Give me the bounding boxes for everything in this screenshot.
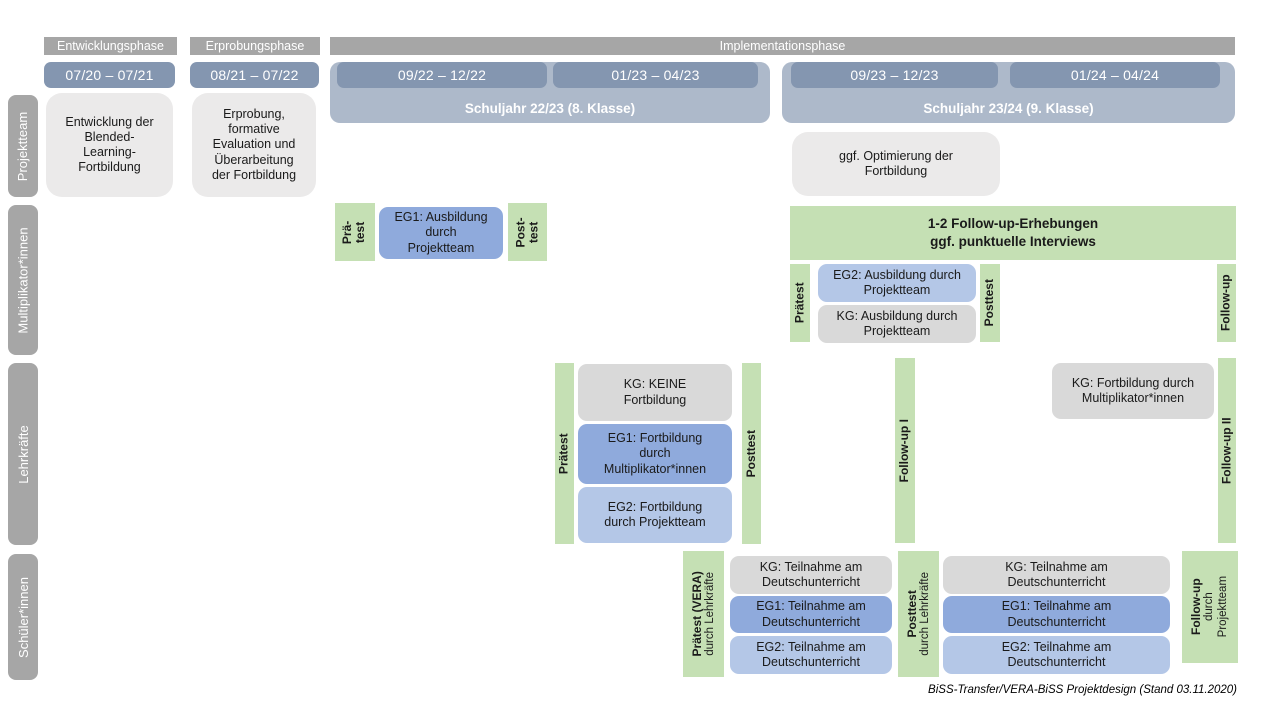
date-bar-0922-1222: 09/22 – 12/22 (337, 62, 547, 88)
phase-bar-erprobungsphase: Erprobungsphase (190, 37, 320, 55)
bar-praetest-vera-schueler: Prätest (VERA) durch Lehrkräfte (683, 551, 724, 677)
box-erprobung-evaluation: Erprobung, formative Evaluation und Über… (192, 93, 316, 197)
box-kg-ausbildung-projektteam: KG: Ausbildung durch Projektteam (818, 305, 976, 343)
bar-followup-erhebungen-header: 1-2 Follow-up-Erhebungen ggf. punktuelle… (790, 206, 1236, 260)
bar-posttest-lehrkraefte: Posttest (742, 363, 761, 544)
box-eg1-ausbildung-projektteam: EG1: Ausbildung durch Projektteam (379, 207, 503, 259)
phase-bar-entwicklungsphase: Entwicklungsphase (44, 37, 177, 55)
box-eg1-fortbildung-multiplikatoren: EG1: Fortbildung durch Multiplikator*inn… (578, 424, 732, 484)
box-eg2-ausbildung-projektteam: EG2: Ausbildung durch Projektteam (818, 264, 976, 302)
school-year-2223-label: Schuljahr 22/23 (8. Klasse) (464, 101, 636, 116)
footer-caption: BiSS-Transfer/VERA-BiSS Projektdesign (S… (928, 684, 1237, 696)
bar-praetest-lehrkraefte: Prätest (555, 363, 574, 544)
praetest-vera-sublabel: durch Lehrkräfte (703, 572, 716, 656)
box-eg1-teilnahme-deutschunterricht-2: EG1: Teilnahme am Deutschunterricht (943, 596, 1170, 633)
bar-posttest-schueler: Posttest durch Lehrkräfte (898, 551, 939, 677)
date-bar-0720-0721: 07/20 – 07/21 (44, 62, 175, 88)
date-bar-0923-1223: 09/23 – 12/23 (791, 62, 998, 88)
box-optimierung-fortbildung: ggf. Optimierung der Fortbildung (792, 132, 1000, 196)
bar-praetest-multiplikatoren-1: Prä- test (335, 203, 375, 261)
date-bar-0821-0722: 08/21 – 07/22 (190, 62, 319, 88)
date-bar-0124-0424: 01/24 – 04/24 (1010, 62, 1220, 88)
box-eg1-teilnahme-deutschunterricht-1: EG1: Teilnahme am Deutschunterricht (730, 596, 892, 633)
bar-praetest-multiplikatoren-2: Prätest (790, 264, 810, 342)
box-entwicklung-fortbildung: Entwicklung der Blended- Learning- Fortb… (46, 93, 173, 197)
box-kg-teilnahme-deutschunterricht-1: KG: Teilnahme am Deutschunterricht (730, 556, 892, 594)
row-label-projektteam: Projektteam (8, 95, 38, 197)
box-eg2-fortbildung-projektteam: EG2: Fortbildung durch Projektteam (578, 487, 732, 543)
bar-followup-schueler: Follow-up durch Projektteam (1182, 551, 1238, 663)
praetest-vera-label: Prätest (VERA) (689, 571, 704, 657)
bar-followup-multiplikatoren: Follow-up (1217, 264, 1236, 342)
followup-sublabel: durch Projektteam (1203, 576, 1230, 638)
row-label-schueler: Schüler*innen (8, 554, 38, 680)
box-kg-fortbildung-multiplikatoren: KG: Fortbildung durch Multiplikator*inne… (1052, 363, 1214, 419)
posttest-label: Posttest (904, 590, 919, 638)
box-eg2-teilnahme-deutschunterricht-2: EG2: Teilnahme am Deutschunterricht (943, 636, 1170, 674)
box-eg2-teilnahme-deutschunterricht-1: EG2: Teilnahme am Deutschunterricht (730, 636, 892, 674)
bar-followup-2-lehrkraefte: Follow-up II (1218, 358, 1236, 543)
followup-label: Follow-up (1189, 578, 1204, 636)
bar-followup-1-lehrkraefte: Follow-up I (895, 358, 915, 543)
school-year-2324-label: Schuljahr 23/24 (9. Klasse) (923, 101, 1094, 116)
row-label-lehrkraefte: Lehrkräfte (8, 363, 38, 545)
bar-posttest-multiplikatoren-1: Post- test (508, 203, 547, 261)
bar-posttest-multiplikatoren-2: Posttest (980, 264, 1000, 342)
row-label-multiplikatoren: Multiplikator*innen (8, 205, 38, 355)
box-kg-teilnahme-deutschunterricht-2: KG: Teilnahme am Deutschunterricht (943, 556, 1170, 594)
box-kg-keine-fortbildung: KG: KEINE Fortbildung (578, 364, 732, 421)
posttest-sublabel: durch Lehrkräfte (918, 572, 931, 656)
phase-bar-implementationsphase: Implementationsphase (330, 37, 1235, 55)
date-bar-0123-0423: 01/23 – 04/23 (553, 62, 758, 88)
